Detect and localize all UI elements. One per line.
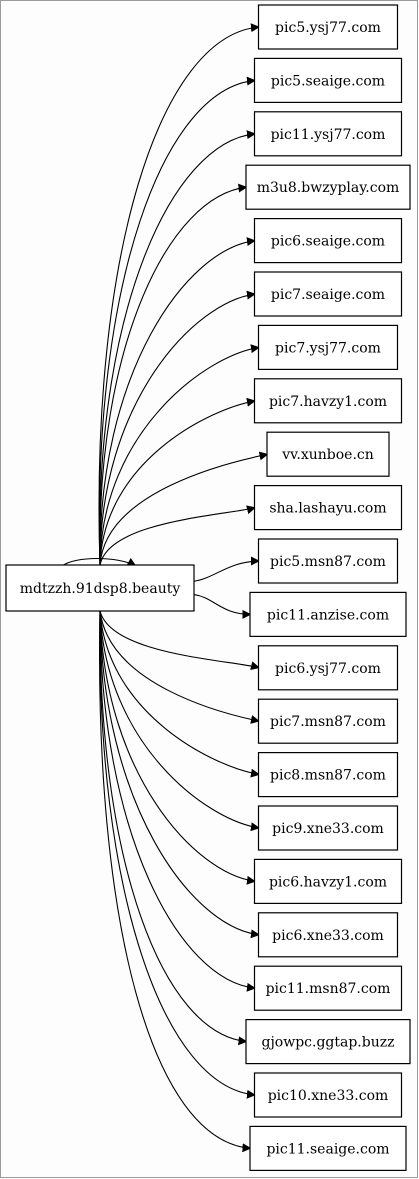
node-pic11-seaige-com-box [249, 1125, 407, 1172]
node-pic10-xne33-com-label: pic10.xne33.com [268, 1088, 389, 1104]
node-pic5-seaige-com-box [253, 57, 403, 104]
node-pic7-msn87-com-label: pic7.msn87.com [270, 714, 386, 730]
node-pic11-anzise-com-box [249, 591, 407, 638]
edge-to-pic11-seaige-com [99, 610, 252, 1153]
edge-to-pic9-xne33-com [99, 610, 260, 832]
node-pic6-ysj77-com-label: pic6.ysj77.com [275, 661, 381, 677]
node-pic7-havzy1-com: pic7.havzy1.com [253, 378, 403, 424]
source-node: mdtzzh.91dsp8.beauty [5, 564, 195, 612]
node-pic5-msn87-com-label: pic5.msn87.com [270, 554, 386, 570]
edge-to-pic5-msn87-com [193, 556, 260, 582]
node-pic5-ysj77-com-box [257, 4, 399, 50]
node-pic11-ysj77-com: pic11.ysj77.com [253, 111, 403, 157]
node-vv-xunboe-cn-label: vv.xunboe.cn [281, 447, 374, 463]
edge-to-pic8-msn87-com [99, 610, 260, 778]
node-pic6-havzy1-com-label: pic6.havzy1.com [269, 874, 387, 890]
node-pic11-ysj77-com-box [253, 111, 403, 157]
edge-to-vv-xunboe-cn [99, 451, 269, 566]
node-gjowpc-ggtap-buzz-box [245, 1018, 411, 1065]
node-pic8-msn87-com-box [257, 751, 399, 798]
node-pic7-havzy1-com-box [253, 378, 403, 424]
node-pic7-ysj77-com-label: pic7.ysj77.com [275, 340, 381, 356]
edge-to-sha-lashayu-com [99, 505, 256, 566]
node-pic7-msn87-com: pic7.msn87.com [257, 698, 399, 744]
node-pic7-ysj77-com: pic7.ysj77.com [257, 324, 399, 370]
edge-layer [61, 23, 269, 1153]
node-pic7-havzy1-com-label: pic7.havzy1.com [269, 394, 387, 410]
node-pic5-ysj77-com-label: pic5.ysj77.com [275, 20, 381, 36]
node-pic11-msn87-com: pic11.msn87.com [253, 965, 403, 1011]
node-pic7-seaige-com: pic7.seaige.com [253, 271, 403, 317]
edge-to-pic7-seaige-com [99, 290, 256, 566]
node-pic6-havzy1-com-box [253, 858, 403, 905]
node-pic6-xne33-com-box [257, 912, 399, 958]
node-pic8-msn87-com: pic8.msn87.com [257, 751, 399, 798]
node-pic5-seaige-com-label: pic5.seaige.com [271, 73, 385, 89]
node-pic11-msn87-com-label: pic11.msn87.com [266, 981, 391, 997]
node-sha-lashayu-com-box [253, 485, 403, 531]
node-pic5-ysj77-com: pic5.ysj77.com [257, 4, 399, 50]
node-m3u8-bwzyplay-com-box [245, 164, 411, 210]
node-sha-lashayu-com-label: sha.lashayu.com [269, 501, 386, 517]
source-node-label: mdtzzh.91dsp8.beauty [20, 581, 181, 597]
edge-to-pic6-seaige-com [99, 237, 256, 566]
node-pic5-seaige-com: pic5.seaige.com [253, 57, 403, 104]
edge-to-pic7-havzy1-com [99, 397, 256, 566]
node-pic6-seaige-com-box [253, 218, 403, 264]
node-pic11-ysj77-com-label: pic11.ysj77.com [271, 127, 386, 143]
node-pic9-xne33-com-label: pic9.xne33.com [272, 821, 384, 837]
node-sha-lashayu-com: sha.lashayu.com [253, 485, 403, 531]
node-pic6-xne33-com-label: pic6.xne33.com [272, 928, 384, 944]
edge-to-pic6-ysj77-com [99, 610, 260, 671]
edge-to-pic7-msn87-com [99, 610, 260, 724]
node-pic7-ysj77-com-box [257, 324, 399, 370]
node-gjowpc-ggtap-buzz-label: gjowpc.ggtap.buzz [261, 1035, 394, 1051]
node-pic9-xne33-com-box [257, 805, 399, 851]
edge-to-gjowpc-ggtap-buzz [99, 610, 248, 1046]
node-pic11-anzise-com: pic11.anzise.com [249, 591, 407, 638]
node-pic6-ysj77-com-box [257, 645, 399, 691]
node-pic5-msn87-com-box [257, 538, 399, 584]
node-m3u8-bwzyplay-com: m3u8.bwzyplay.com [245, 164, 411, 210]
edge-to-pic11-msn87-com [99, 610, 256, 992]
node-pic10-xne33-com-box [253, 1072, 403, 1118]
node-pic11-seaige-com-label: pic11.seaige.com [266, 1141, 389, 1157]
node-pic9-xne33-com: pic9.xne33.com [257, 805, 399, 851]
edge-to-pic7-ysj77-com [99, 344, 260, 566]
node-pic6-seaige-com-label: pic6.seaige.com [271, 234, 385, 250]
node-pic11-seaige-com: pic11.seaige.com [249, 1125, 407, 1172]
edge-to-pic5-seaige-com [98, 76, 256, 566]
node-pic6-havzy1-com: pic6.havzy1.com [253, 858, 403, 905]
node-pic11-anzise-com-label: pic11.anzise.com [267, 607, 389, 623]
node-vv-xunboe-cn-box [266, 431, 390, 477]
node-layer: pic5.ysj77.com pic5.seaige.com pic11.ysj77… [5, 4, 411, 1172]
node-pic11-msn87-com-box [253, 965, 403, 1011]
node-pic8-msn87-com-label: pic8.msn87.com [270, 768, 386, 784]
edge-to-pic5-ysj77-com [98, 23, 260, 566]
node-pic7-msn87-com-box [257, 698, 399, 744]
edge-to-pic6-havzy1-com [99, 610, 256, 885]
source-node-box [5, 564, 195, 612]
node-pic7-seaige-com-label: pic7.seaige.com [271, 287, 385, 303]
edge-to-m3u8-bwzyplay-com [99, 183, 248, 566]
self-loop-edge [61, 557, 137, 567]
node-pic5-msn87-com: pic5.msn87.com [257, 538, 399, 584]
node-pic7-seaige-com-box [253, 271, 403, 317]
edge-to-pic10-xne33-com [99, 610, 256, 1099]
edge-to-pic11-anzise-com [193, 594, 252, 619]
edge-to-pic11-ysj77-com [99, 130, 256, 566]
node-pic10-xne33-com: pic10.xne33.com [253, 1072, 403, 1118]
node-pic6-xne33-com: pic6.xne33.com [257, 912, 399, 958]
edge-to-pic6-xne33-com [99, 610, 260, 939]
node-pic6-seaige-com: pic6.seaige.com [253, 218, 403, 264]
node-pic6-ysj77-com: pic6.ysj77.com [257, 645, 399, 691]
node-vv-xunboe-cn: vv.xunboe.cn [266, 431, 390, 477]
node-gjowpc-ggtap-buzz: gjowpc.ggtap.buzz [245, 1018, 411, 1065]
node-m3u8-bwzyplay-com-label: m3u8.bwzyplay.com [257, 180, 400, 196]
